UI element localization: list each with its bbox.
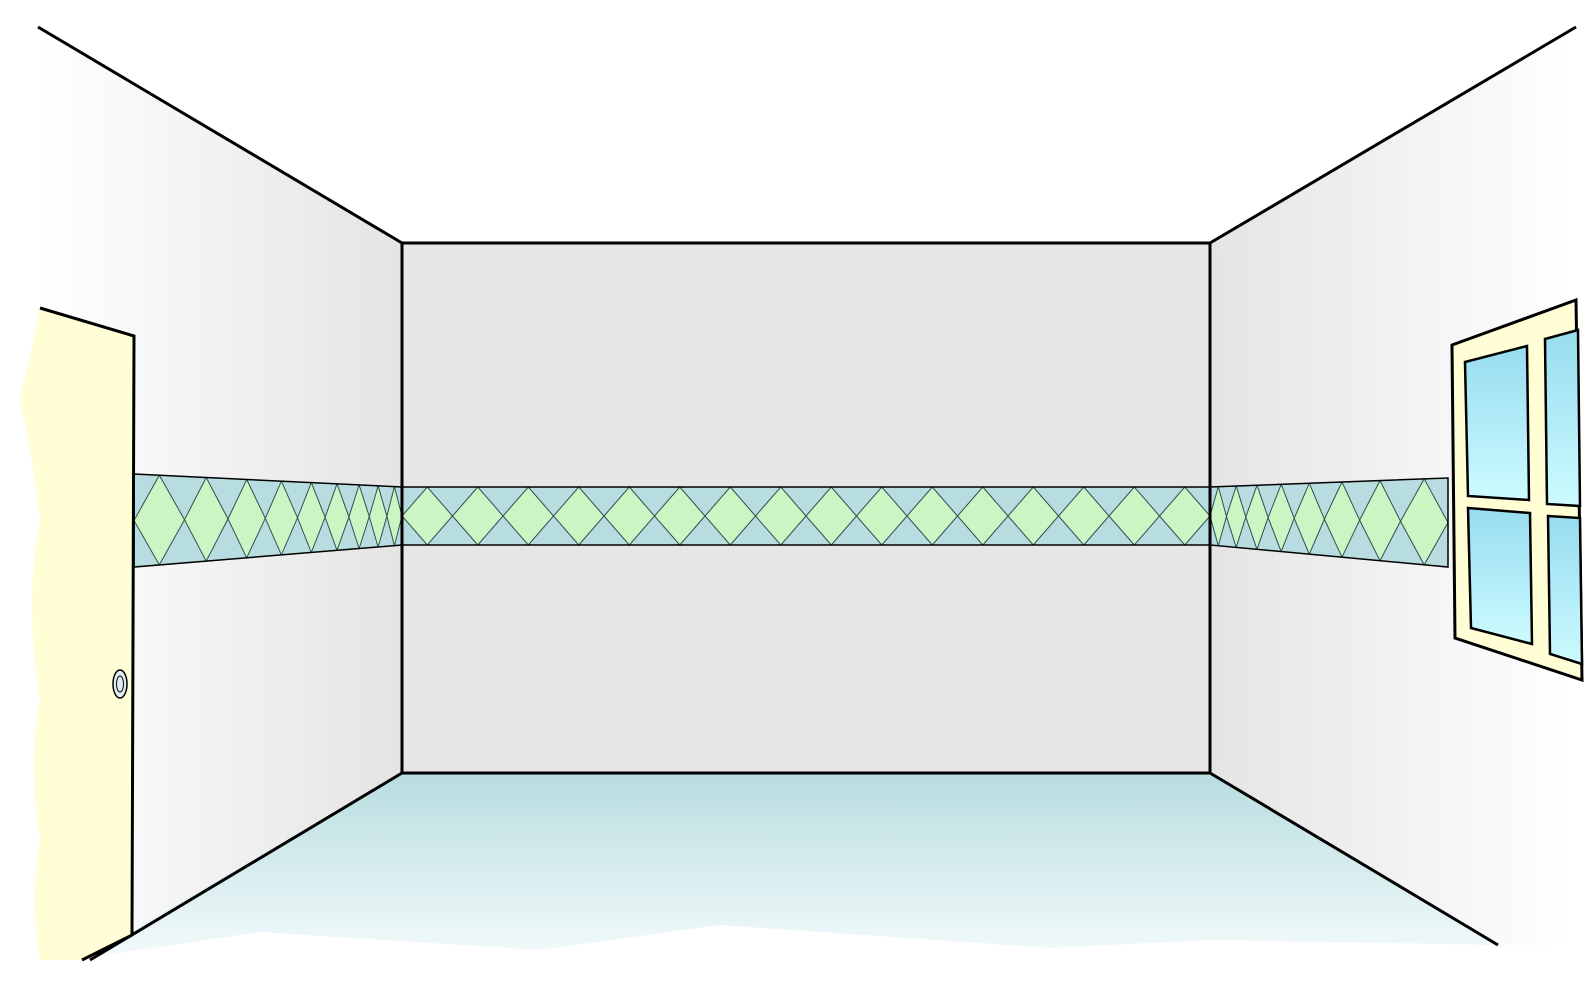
border-diamond: [552, 487, 605, 545]
border-diamond: [402, 487, 454, 545]
border-diamond: [653, 487, 706, 545]
right-wall-border: [1209, 477, 1449, 568]
border-diamond: [1158, 487, 1210, 545]
room-edges: [37, 25, 1577, 962]
border-diamond: [1108, 487, 1161, 545]
floor: [85, 773, 1500, 958]
door-icon: [20, 306, 136, 962]
door-knob-icon: [112, 669, 128, 699]
border-diamond: [603, 487, 656, 545]
back-wall-border: [401, 486, 1211, 546]
border-diamond: [502, 487, 555, 545]
border-diamond: [1057, 487, 1110, 545]
border-diamond: [754, 487, 807, 545]
border-diamond: [956, 487, 1009, 545]
border-diamond: [704, 487, 757, 545]
border-diamond: [1007, 487, 1060, 545]
left-wall-border: [133, 473, 403, 568]
border-diamond: [906, 487, 959, 545]
window-icon: [1450, 297, 1584, 683]
border-diamond: [855, 487, 908, 545]
border-diamond: [451, 487, 504, 545]
border-diamond: [805, 487, 858, 545]
